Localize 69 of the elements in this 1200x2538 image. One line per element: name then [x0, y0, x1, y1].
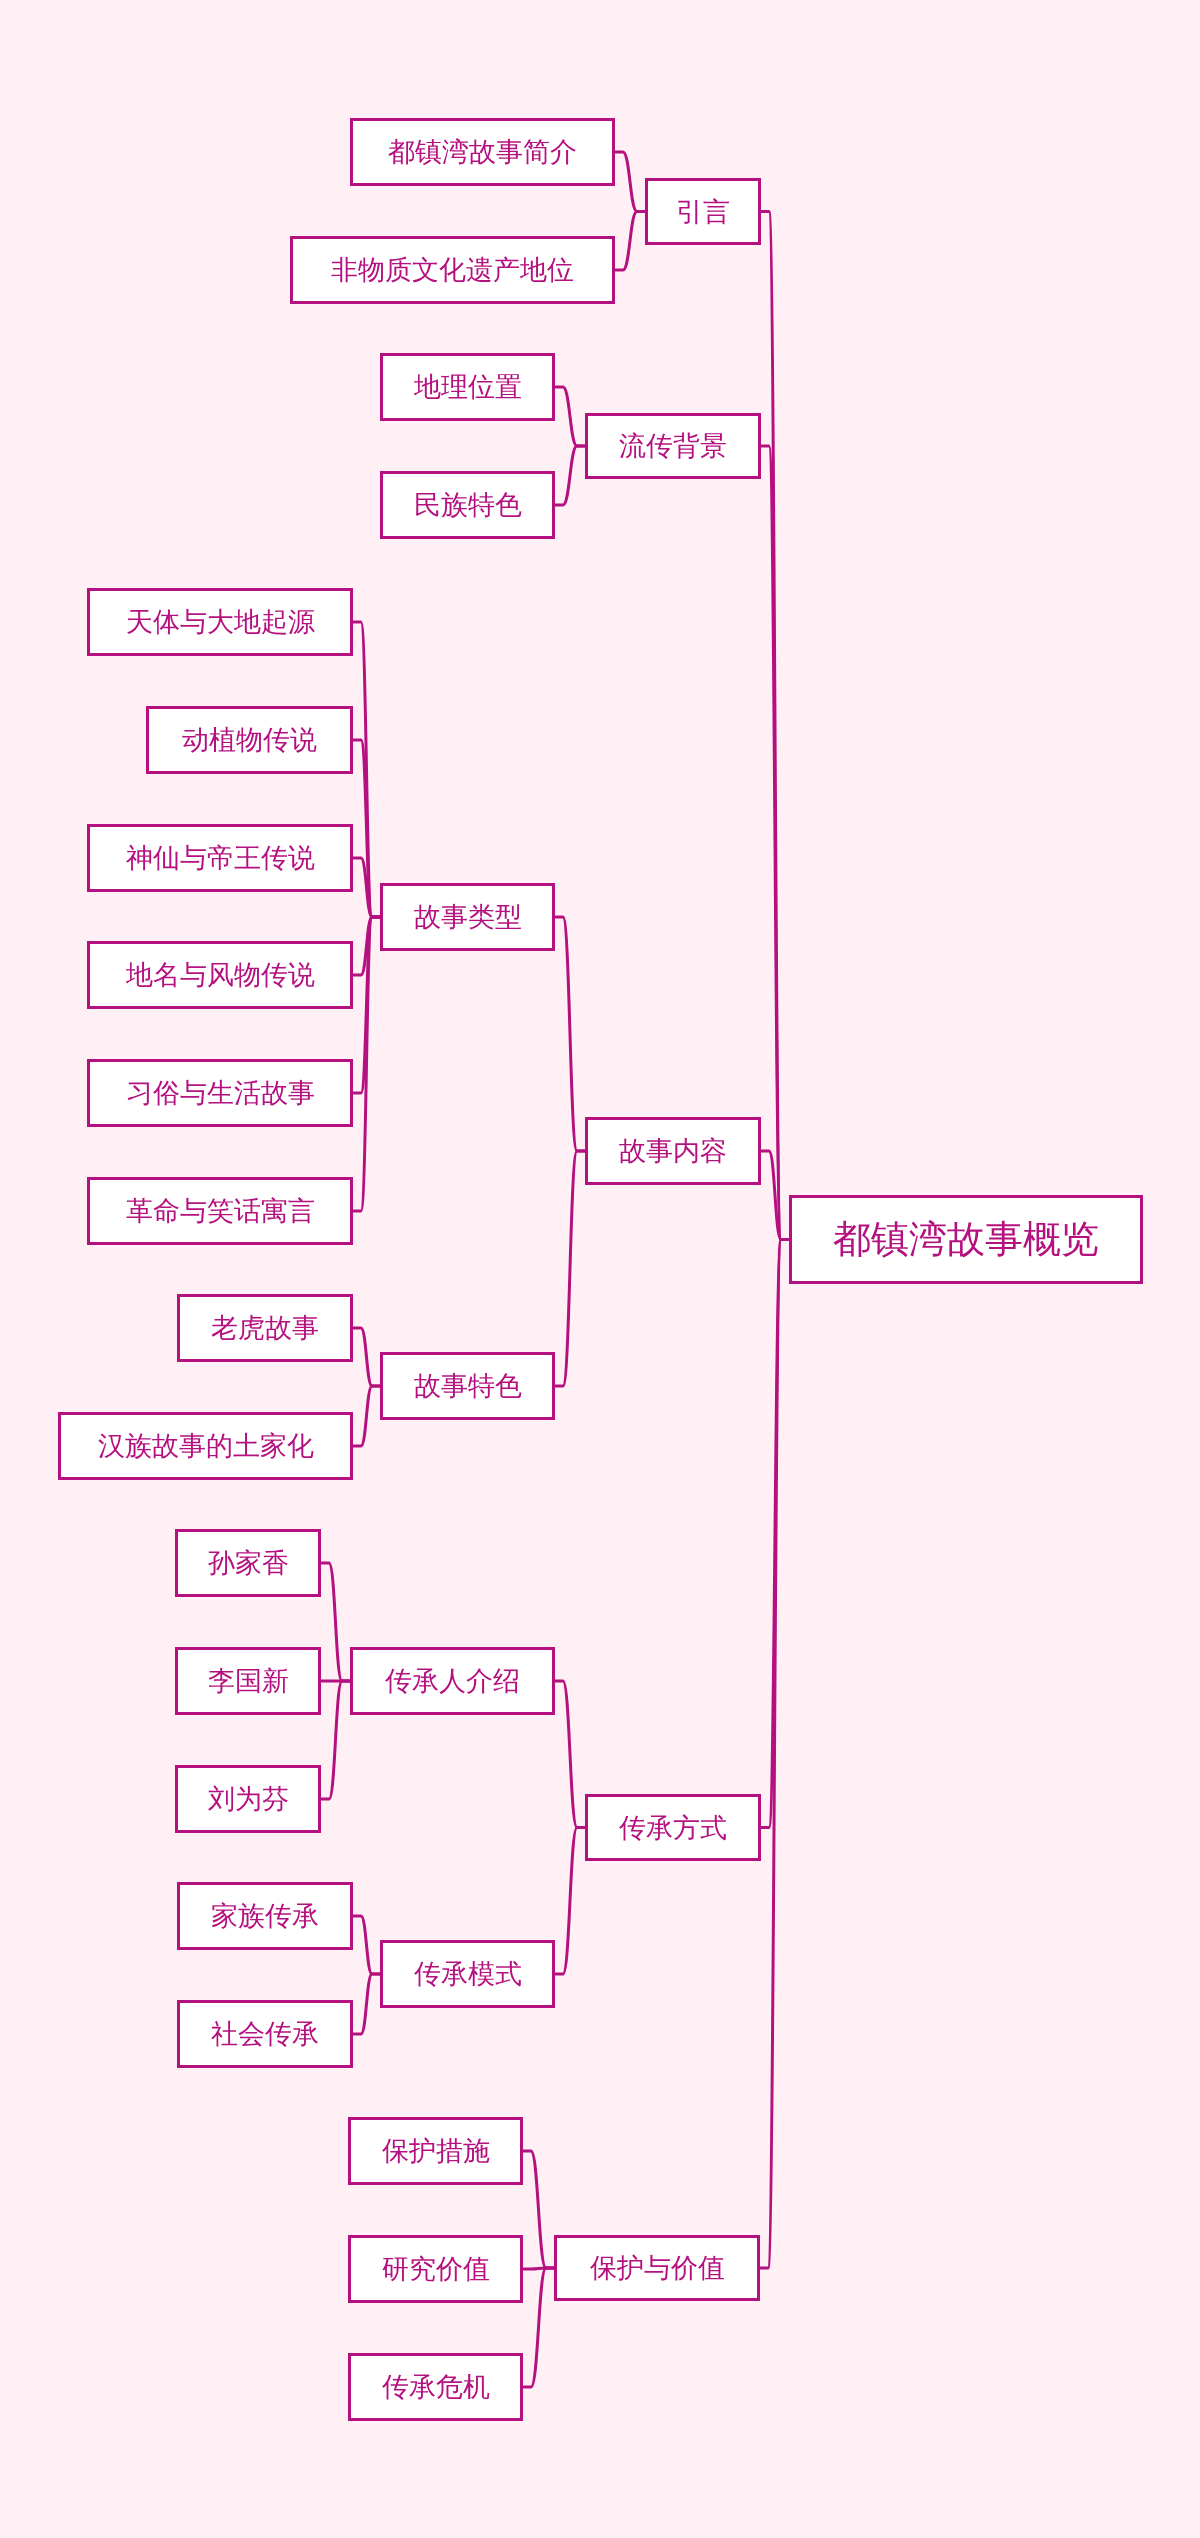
topic-label: 传承模式	[413, 1957, 522, 1991]
topic-label: 家族传承	[211, 1899, 319, 1933]
topic-box	[290, 236, 615, 304]
topic-box	[380, 1940, 555, 2008]
topic-label: 传承人介绍	[385, 1664, 520, 1698]
topic-label: 社会传承	[211, 2017, 319, 2051]
topic-label: 地理位置	[413, 370, 522, 404]
topic-box	[350, 1647, 555, 1715]
topic-label: 传承危机	[381, 2370, 490, 2404]
topic-box	[175, 1529, 321, 1597]
topic-label: 天体与大地起源	[125, 605, 315, 639]
topic-box	[177, 1294, 353, 1362]
topic-label: 故事类型	[413, 900, 522, 934]
topic-box	[87, 1059, 353, 1127]
topic-label: 革命与笑话寓言	[125, 1194, 315, 1228]
topic-box	[645, 178, 761, 245]
connector-line	[555, 444, 585, 507]
topic-box	[87, 1177, 353, 1245]
topic-box	[380, 353, 555, 421]
connector-line	[353, 1384, 380, 1448]
topic-label: 保护与价值	[589, 2251, 725, 2285]
topic-label: 孙家香	[207, 1546, 289, 1580]
topic-label: 老虎故事	[211, 1311, 319, 1345]
topic-box	[380, 883, 555, 951]
topic-box	[585, 413, 761, 479]
topic-label: 非物质文化遗产地位	[331, 253, 574, 287]
topic-label: 地名与风物传说	[125, 958, 315, 992]
connector-line	[321, 1679, 350, 1801]
topic-box	[87, 824, 353, 892]
topic-box	[146, 706, 353, 774]
topic-box	[58, 1412, 353, 1480]
topic-box	[585, 1794, 761, 1861]
topic-box	[554, 2235, 760, 2301]
topic-box	[348, 2353, 523, 2421]
topic-label: 引言	[676, 194, 730, 229]
topic-label: 民族特色	[413, 488, 522, 522]
topic-label: 李国新	[207, 1664, 289, 1698]
topic-box	[177, 2000, 353, 2068]
connector-line	[555, 1826, 585, 1976]
connector-line	[353, 1972, 380, 2036]
topic-box	[585, 1117, 761, 1185]
topic-label: 保护措施	[381, 2134, 490, 2168]
topic-label: 都镇湾故事简介	[388, 135, 577, 169]
connector-line	[555, 1149, 585, 1388]
connector-line	[615, 210, 645, 272]
topic-label: 动植物传说	[182, 723, 317, 757]
topic-label: 流传背景	[619, 429, 727, 463]
topic-label: 汉族故事的土家化	[97, 1429, 314, 1463]
topic-box	[380, 1352, 555, 1420]
connector-line	[523, 2266, 554, 2389]
topic-label: 传承方式	[619, 1810, 727, 1845]
topic-label: 都镇湾故事概览	[833, 1216, 1099, 1263]
topic-label: 习俗与生活故事	[125, 1076, 315, 1110]
connector-line	[353, 915, 380, 1213]
topic-label: 刘为芬	[207, 1782, 289, 1816]
topic-box	[348, 2117, 523, 2185]
topic-box	[348, 2235, 523, 2303]
topic-box	[380, 471, 555, 539]
topic-box	[350, 118, 615, 186]
topic-box	[175, 1765, 321, 1833]
central-topic-box	[789, 1195, 1143, 1284]
topic-box	[177, 1882, 353, 1950]
topic-label: 故事内容	[619, 1134, 727, 1168]
topic-label: 研究价值	[381, 2252, 490, 2286]
topic-box	[87, 588, 353, 656]
topic-label: 故事特色	[413, 1369, 522, 1403]
topic-box	[175, 1647, 321, 1715]
topic-label: 神仙与帝王传说	[125, 841, 315, 875]
topic-box	[87, 941, 353, 1009]
